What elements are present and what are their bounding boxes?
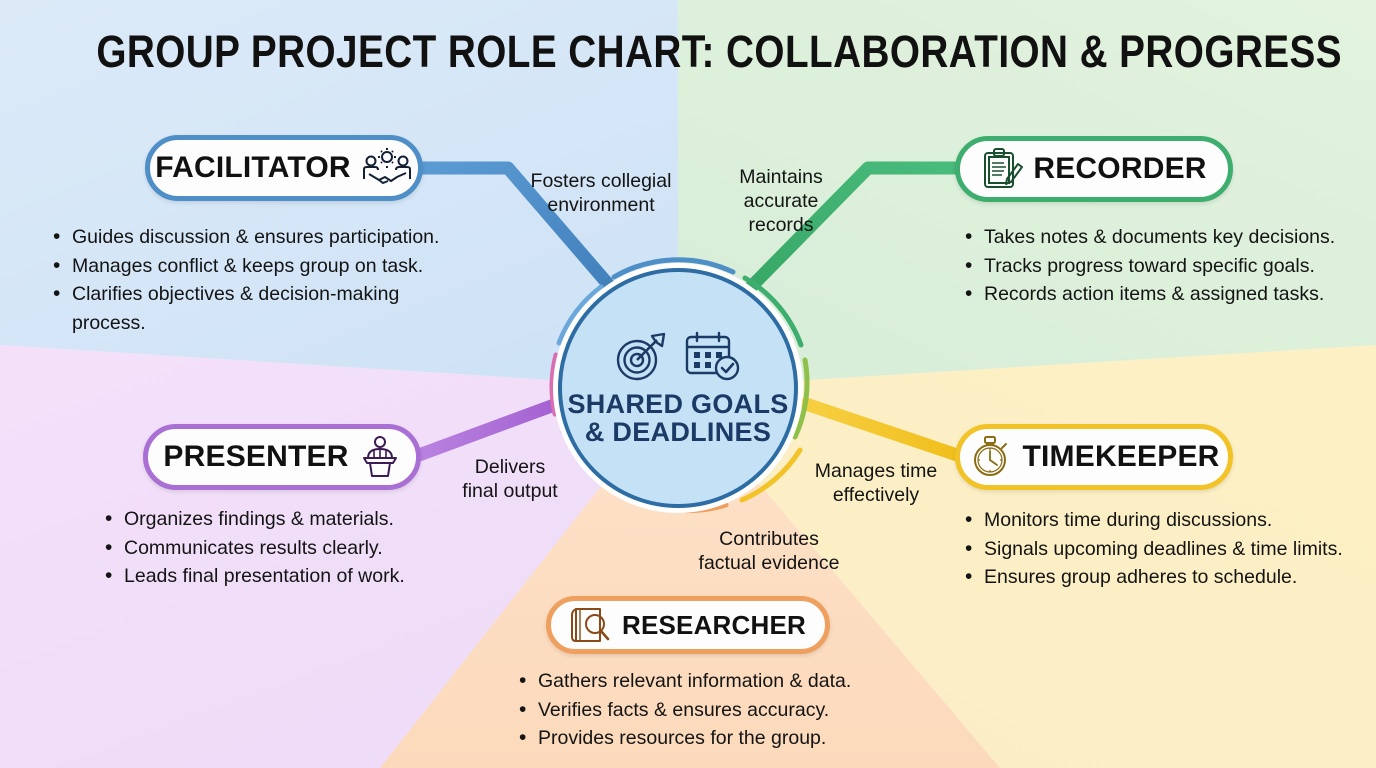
page-title: GROUP PROJECT ROLE CHART: COLLABORATION …	[96, 26, 1342, 77]
bullets-facilitator: Guides discussion & ensures participatio…	[50, 222, 460, 338]
list-item: Tracks progress toward specific goals.	[962, 251, 1362, 281]
hub-title-line1: SHARED GOALS	[567, 388, 789, 419]
caption-timekeeper: Manages time effectively	[790, 460, 962, 508]
caption-recorder: Maintains accurate records	[703, 166, 859, 237]
role-label-timekeeper: TIMEKEEPER	[1022, 440, 1220, 473]
calendar-check-icon	[685, 331, 740, 381]
list-item: Organizes findings & materials.	[102, 504, 482, 534]
caption-timekeeper-line1: Manages time	[814, 460, 938, 482]
list-item: Signals upcoming deadlines & time limits…	[962, 534, 1362, 564]
role-pill-presenter[interactable]: PRESENTER	[143, 424, 421, 490]
role-pill-facilitator[interactable]: FACILITATOR	[145, 135, 423, 201]
caption-presenter-line2: final output	[462, 479, 558, 502]
role-pill-researcher[interactable]: RESEARCHER	[546, 596, 830, 654]
connector-presenter	[412, 394, 572, 462]
list-item: Verifies facts & ensures accuracy.	[516, 695, 916, 725]
bullets-recorder: Takes notes & documents key decisions. T…	[962, 222, 1362, 310]
caption-facilitator: Fosters collegial environment	[498, 170, 704, 218]
target-arrow-icon	[616, 332, 666, 381]
podium-speaker-icon	[359, 435, 401, 479]
hub-title: SHARED GOALS & DEADLINES	[567, 390, 788, 446]
clipboard-pencil-icon	[981, 147, 1024, 191]
book-magnifier-icon	[570, 605, 612, 645]
hub-title-line2: & DEADLINES	[584, 417, 772, 447]
list-item: Gathers relevant information & data.	[516, 666, 916, 696]
caption-recorder-line3: records	[748, 213, 814, 236]
role-pill-recorder[interactable]: RECORDER	[955, 136, 1233, 202]
connector-facilitator	[414, 161, 627, 305]
center-hub: SHARED GOALS & DEADLINES	[558, 268, 798, 508]
list-item: Ensures group adheres to schedule.	[962, 562, 1362, 592]
caption-recorder-line1: Maintains	[739, 166, 823, 188]
caption-researcher-line1: Contributes	[719, 528, 819, 550]
connector-timekeeper	[799, 397, 964, 462]
role-label-researcher: RESEARCHER	[621, 609, 807, 640]
caption-facilitator-line1: Fosters collegial	[530, 170, 672, 192]
role-pill-timekeeper[interactable]: TIMEKEEPER	[955, 424, 1233, 490]
list-item: Manages conflict & keeps group on task.	[50, 251, 460, 281]
stopwatch-icon	[968, 434, 1012, 480]
role-label-facilitator: FACILITATOR	[155, 151, 351, 184]
role-label-recorder: RECORDER	[1033, 152, 1207, 185]
caption-presenter: Delivers final output	[437, 456, 583, 504]
role-label-presenter: PRESENTER	[163, 440, 349, 473]
hub-icon-group	[612, 330, 744, 384]
caption-facilitator-line2: environment	[547, 193, 655, 216]
bullets-researcher: Gathers relevant information & data. Ver…	[516, 666, 916, 754]
list-item: Provides resources for the group.	[516, 723, 916, 753]
list-item: Takes notes & documents key decisions.	[962, 222, 1362, 252]
list-item: Monitors time during discussions.	[962, 505, 1362, 535]
bullets-timekeeper: Monitors time during discussions. Signal…	[962, 505, 1362, 593]
handshake-gear-icon	[361, 147, 413, 189]
bullets-presenter: Organizes findings & materials. Communic…	[102, 504, 482, 592]
list-item: Records action items & assigned tasks.	[962, 279, 1362, 309]
connector-recorder	[741, 161, 964, 297]
list-item: Guides discussion & ensures participatio…	[50, 222, 460, 252]
caption-researcher: Contributes factual evidence	[684, 528, 854, 576]
list-item: Clarifies objectives & decision-making p…	[50, 279, 460, 337]
caption-recorder-line2: accurate	[743, 189, 819, 212]
caption-researcher-line2: factual evidence	[698, 551, 840, 574]
caption-timekeeper-line2: effectively	[832, 483, 920, 506]
list-item: Communicates results clearly.	[102, 533, 482, 563]
list-item: Leads final presentation of work.	[102, 561, 482, 591]
caption-presenter-line1: Delivers	[474, 456, 546, 478]
